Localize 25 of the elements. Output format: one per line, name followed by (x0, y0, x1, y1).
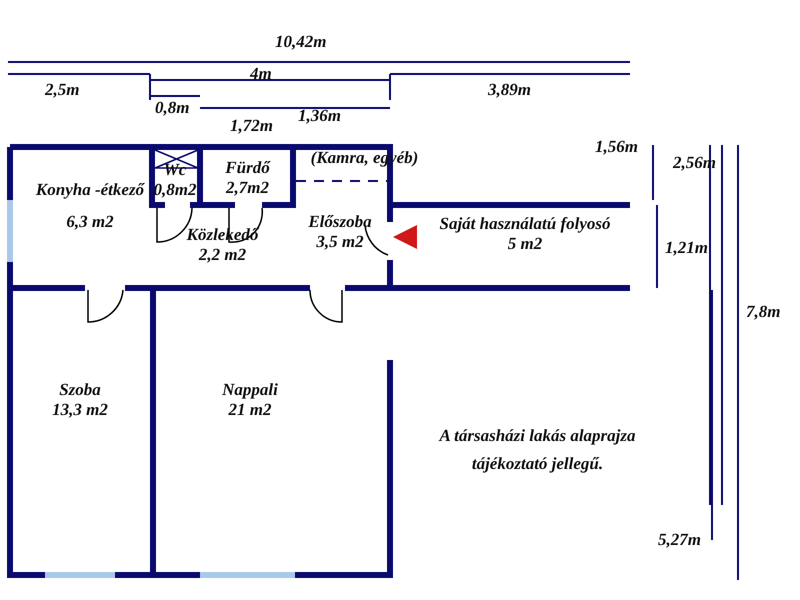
dimension-label: 3,89m (488, 80, 531, 100)
room-name: Fürdő (224, 158, 272, 178)
room-area-text: 2,7m2 (224, 178, 270, 198)
room-name: Szoba (58, 380, 102, 400)
room-name: Saját használatú folyosó (438, 214, 612, 234)
room-name: Előszoba (307, 212, 373, 232)
dimension-label: 1,21m (665, 238, 708, 258)
dimension-label: 2,5m (45, 80, 80, 100)
room-name: Konyha -étkező (34, 180, 146, 200)
dimension-label: 0,8m (155, 98, 190, 118)
dimension-label: 1,56m (595, 137, 638, 157)
dimension-label: 7,8m (746, 302, 780, 322)
dimension-label: 1,36m (298, 106, 341, 126)
room-area-text: 21 m2 (227, 400, 272, 420)
dimension-label: 5,27m (658, 530, 701, 550)
room-area-text: 3,5 m2 (315, 232, 365, 252)
note-text: A társasházi lakás alaprajza tájékoztató jellegű. (438, 425, 637, 475)
room-area-text: 2,2 m2 (198, 245, 248, 265)
dimension-label: 4m (250, 64, 272, 84)
room-name: Nappali (221, 380, 279, 400)
room-area-text: 5 m2 (506, 234, 544, 254)
room-area-text: 13,3 m2 (51, 400, 109, 420)
room-area-text: 6,3 m2 (65, 212, 115, 232)
dimension-label: 1,72m (230, 116, 273, 136)
dimension-label: 10,42m (275, 32, 326, 52)
